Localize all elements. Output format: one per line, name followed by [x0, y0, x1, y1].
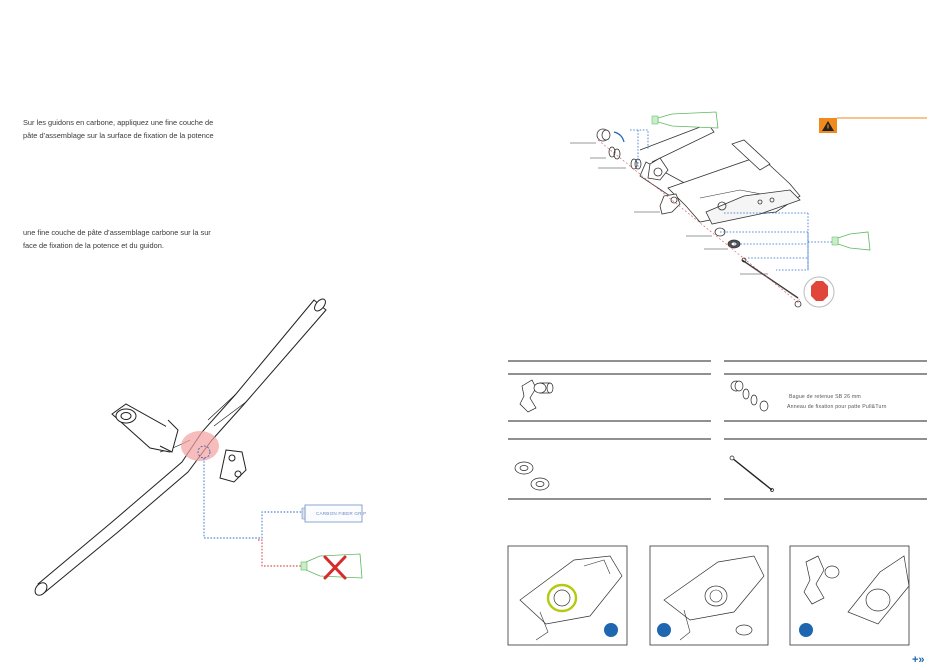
step-box-3: [789, 545, 910, 646]
grease-tube-icon: [831, 231, 871, 251]
paragraph-carbon-handlebar: Sur les guidons en carbone, appliquez un…: [23, 116, 238, 142]
hex-stop-icon: [803, 276, 835, 308]
clamp-area-highlight: [181, 431, 219, 461]
stem-faceplate: [219, 449, 247, 483]
warning-icon: [819, 118, 837, 133]
tube-label: CARBON FIBER GRIP: [316, 511, 367, 516]
stem-part: [111, 403, 179, 453]
parts-table: [508, 360, 927, 500]
leader-blue: [203, 458, 302, 539]
step-marker-icon: [604, 623, 618, 637]
next-page-icon[interactable]: +»: [912, 654, 925, 666]
part-rings: [730, 380, 769, 412]
leader-red: [258, 539, 302, 567]
grease-tube-icon: [301, 504, 363, 523]
cross-icon: [323, 555, 347, 580]
paragraph-line: face de fixation de la potence et du gui…: [23, 241, 164, 250]
paragraph-line: Sur les guidons en carbone, appliquez un…: [23, 118, 214, 127]
frame-exploded-view: [570, 123, 802, 308]
paragraph-line: une fine couche de pâte d’assemblage car…: [23, 228, 211, 237]
paragraph-line: pâte d’assemblage sur la surface de fixa…: [23, 131, 214, 140]
axle-parts: [596, 128, 802, 308]
step-marker-icon: [799, 623, 813, 637]
handlebar-illustration: [34, 298, 327, 596]
paragraph-assembly-paste: une fine couche de pâte d’assemblage car…: [23, 226, 238, 252]
part-caption: Bague de retenue SB 26 mm: [789, 394, 861, 400]
part-spacers: [514, 461, 550, 491]
step-box-1: [507, 545, 628, 646]
grease-points-leader: [630, 129, 832, 271]
part-caption: Anneau de fixation pour patte Pull&Turn: [787, 404, 887, 410]
step-marker-icon: [657, 623, 671, 637]
clamp-area-marker: [197, 445, 211, 459]
part-axle: [729, 455, 774, 492]
part-hanger: [519, 379, 554, 413]
grease-tube-icon: [651, 111, 719, 129]
step-box-2: [649, 545, 769, 646]
